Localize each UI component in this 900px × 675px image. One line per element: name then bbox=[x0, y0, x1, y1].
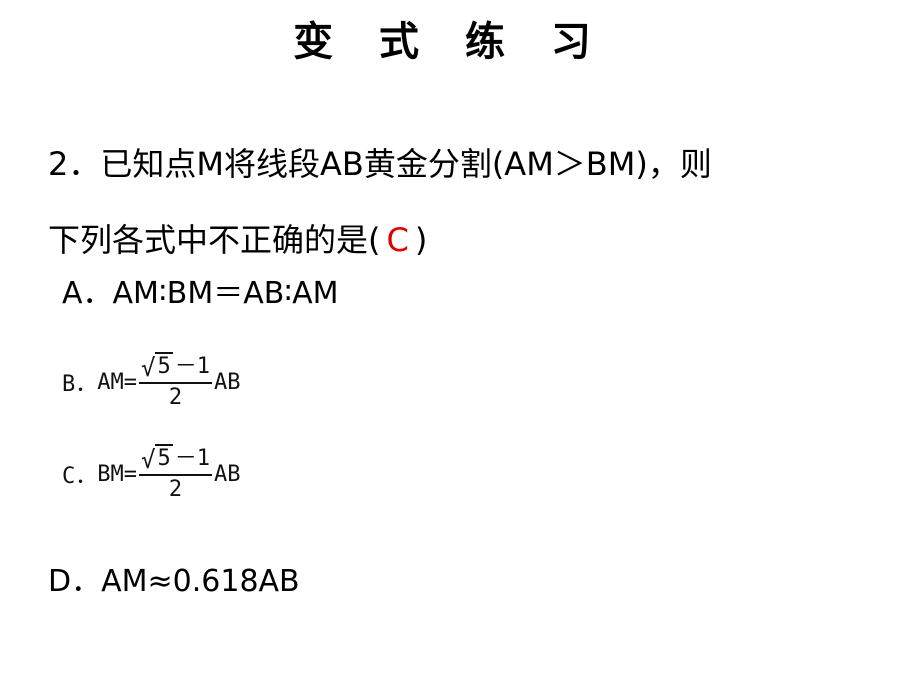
option-b-denominator: 2 bbox=[168, 385, 183, 410]
option-b-fraction-bar bbox=[139, 382, 212, 384]
option-b: B． AM= √5－1 2 AB bbox=[62, 352, 240, 412]
option-b-lhs: AM= bbox=[97, 369, 137, 395]
option-b-label: B． bbox=[62, 372, 98, 397]
option-c-denominator: 2 bbox=[168, 477, 183, 502]
option-c-radicand: 5 bbox=[155, 444, 173, 471]
option-c-label: C． bbox=[62, 464, 98, 489]
question-line-2: 下列各式中不正确的是(C) bbox=[48, 202, 868, 278]
option-a: A．AM∶BM＝AB∶AM bbox=[62, 276, 339, 311]
question-line-2-prefix: 下列各式中不正确的是( bbox=[48, 221, 381, 259]
option-c-fraction-bar bbox=[139, 474, 212, 476]
option-c: C． BM= √5－1 2 AB bbox=[62, 444, 240, 504]
slide-title: 变 式 练 习 bbox=[293, 18, 607, 65]
question-text: 2．已知点M将线段AB黄金分割(AM＞BM)，则 下列各式中不正确的是(C) bbox=[48, 126, 868, 278]
option-c-fraction: √5－1 2 bbox=[139, 444, 212, 504]
option-c-sqrt-icon: √ bbox=[141, 446, 156, 474]
option-b-fraction: √5－1 2 bbox=[139, 352, 212, 412]
option-c-num-rest: －1 bbox=[174, 446, 210, 471]
option-c-lhs: BM= bbox=[97, 461, 137, 487]
option-b-num-rest: －1 bbox=[174, 354, 210, 379]
option-b-rhs: AB bbox=[213, 369, 241, 395]
answer-letter: C bbox=[386, 221, 409, 259]
option-b-numerator: √5－1 bbox=[139, 352, 212, 382]
option-c-numerator: √5－1 bbox=[139, 444, 212, 474]
question-line-1: 2．已知点M将线段AB黄金分割(AM＞BM)，则 bbox=[48, 145, 712, 183]
option-d: D．AM≈0.618AB bbox=[48, 564, 300, 599]
option-c-rhs: AB bbox=[213, 461, 241, 487]
option-b-radicand: 5 bbox=[155, 352, 173, 379]
question-line-2-suffix: ) bbox=[414, 221, 428, 259]
option-b-sqrt-icon: √ bbox=[141, 354, 156, 382]
